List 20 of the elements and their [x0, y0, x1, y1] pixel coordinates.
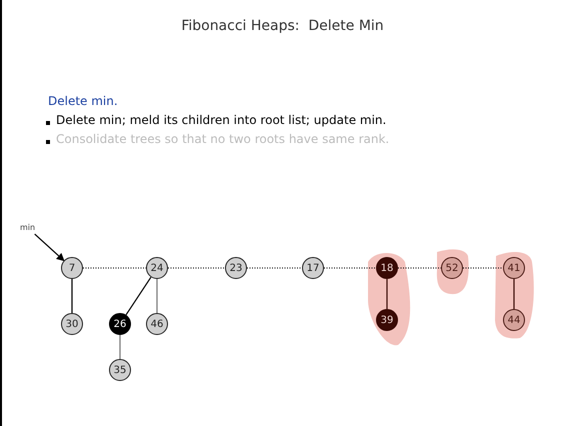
pointer-label: min [20, 223, 36, 232]
heap-node: 30 [61, 313, 83, 335]
tree-edge [71, 279, 73, 313]
heading-text: Delete min. [48, 94, 118, 108]
heap-node: 7 [61, 257, 83, 279]
tree-edge [156, 279, 158, 313]
heap-node: 35 [109, 359, 131, 381]
tree-edge [386, 279, 388, 309]
heap-node: 17 [302, 257, 324, 279]
tree-edge [126, 276, 152, 316]
bullet-text: Consolidate trees so that no two roots have same rank. [56, 132, 390, 146]
heap-node: 24 [146, 257, 168, 279]
bullet-text: Delete min; meld its children into root list; update min. [56, 113, 386, 127]
heap-node: 46 [146, 313, 168, 335]
slide-title: Fibonacci Heaps: Delete Min [180, 18, 385, 34]
pointer-arrow [34, 234, 65, 262]
heap-node: 26 [109, 313, 131, 335]
tree-edge [119, 335, 121, 359]
heap-node: 23 [225, 257, 247, 279]
tree-edge [513, 279, 515, 309]
